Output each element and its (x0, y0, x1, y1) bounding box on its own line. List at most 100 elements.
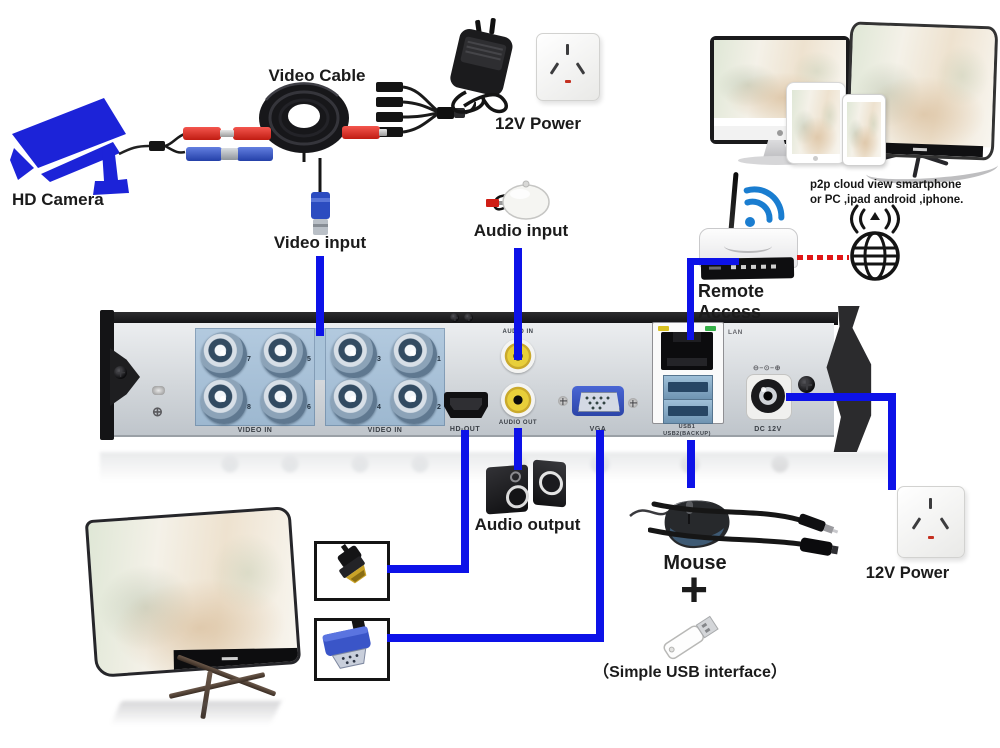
audio-input-label: Audio input (473, 221, 569, 240)
bnc-port (391, 332, 437, 378)
hdmi-connector-icon (337, 543, 367, 584)
bnc-port (331, 332, 377, 378)
wire-usb-mouse (687, 440, 695, 488)
bnc-port (391, 378, 437, 424)
smartphone (842, 94, 886, 166)
bnc-number: 8 (247, 404, 251, 411)
bnc-panel-bridge (315, 328, 325, 380)
bnc-number: 5 (307, 356, 311, 363)
dvr-left-cap (100, 310, 114, 440)
cctv-camera-icon (10, 98, 129, 195)
dc-cable-pair (648, 501, 839, 556)
screw (798, 376, 815, 393)
wall-socket (536, 33, 600, 101)
speaker-right (533, 459, 566, 508)
audio-input-mic (486, 180, 550, 220)
red-rca-plug (342, 126, 387, 139)
wire-audio-out (514, 428, 522, 470)
wire-router-lan-v (687, 258, 694, 340)
wire-vga-v (596, 430, 604, 642)
video-input-label: Video input (273, 233, 367, 252)
dvr-top-edge (108, 312, 838, 325)
bnc-port (201, 332, 247, 378)
video-in-left-port-label: VIDEO IN (237, 427, 273, 434)
dc-jack (746, 374, 792, 420)
dashed-link (797, 255, 849, 260)
remote-access-label: Remote Access (698, 281, 765, 322)
wire-vga-h (387, 634, 604, 642)
usb-note-label: （Simple USB interface） (593, 664, 787, 681)
red-rca-plug (183, 127, 228, 140)
bnc-port (331, 378, 377, 424)
wire-dc-v (888, 393, 896, 490)
usb-port-1 (663, 375, 713, 400)
internet-globe-icon (850, 204, 900, 281)
wire-audio-input (514, 248, 522, 360)
usb-caption-2: USB2(BACKUP) (663, 431, 711, 437)
mouse-label: Mouse (663, 552, 727, 574)
dc-port-label: DC 12V (754, 426, 782, 433)
cloud-caption-line2: or PC ,ipad android ,iphone. (810, 194, 964, 206)
cable-coil (259, 82, 349, 162)
display-monitor (82, 505, 307, 725)
dc-polarity-symbol: ⊖–⊙–⊕ (753, 365, 781, 372)
vga-port (572, 386, 624, 416)
video-in-right-port-label: VIDEO IN (367, 427, 403, 434)
screw (628, 398, 638, 408)
red-rca-plug (226, 127, 271, 140)
power-splitter (376, 82, 476, 137)
monitor-base (738, 156, 814, 165)
hdmi-port (444, 392, 488, 418)
plus-sign: + (679, 564, 709, 617)
screw (558, 396, 568, 406)
bnc-port (261, 332, 307, 378)
blue-bnc-plug (228, 147, 273, 161)
audio-out-port-label: AUDIO OUT (498, 420, 538, 426)
monitor-reflection (110, 701, 282, 725)
bnc-number: 2 (437, 404, 441, 411)
usb-port-2 (663, 399, 713, 424)
video-input-bnc (311, 158, 330, 235)
lan-port-label: LAN (728, 329, 743, 336)
wifi-icon (743, 186, 785, 227)
vga-connector-icon (322, 617, 371, 669)
bnc-port (201, 378, 247, 424)
screw (464, 313, 473, 322)
hdmi-port-label: HD-OUT (436, 426, 494, 433)
ground-stub (152, 386, 165, 395)
speaker-left (486, 464, 529, 515)
audio-output-label: Audio output (474, 515, 581, 534)
tablet (786, 82, 846, 164)
bnc-panel-right: 3 1 4 2 (325, 328, 445, 426)
wire-hdmi-h (387, 565, 469, 573)
power-bottom-label: 12V Power (865, 564, 950, 582)
bnc-port (261, 378, 307, 424)
bnc-number: 4 (377, 404, 381, 411)
display-screen (84, 506, 302, 678)
brand-logo-dot (777, 130, 783, 136)
blue-bnc-plug (186, 147, 231, 161)
bnc-number: 1 (437, 356, 441, 363)
lan-led-yellow (658, 326, 669, 331)
usb-drive-icon (663, 615, 719, 660)
power-adapter (450, 18, 513, 114)
hd-camera-label: HD Camera (12, 190, 104, 209)
usb-caption-1: USB1 (678, 424, 696, 430)
wire-video-input (316, 256, 324, 336)
ground-symbol: ⊕ (152, 404, 163, 419)
wire-hdmi-v (461, 430, 469, 573)
wall-socket (897, 486, 965, 558)
video-cable-label: Video Cable (268, 66, 366, 85)
monitor-stand (763, 140, 789, 158)
audio-out-jack (501, 383, 535, 417)
lan-led-green (705, 326, 716, 331)
screw (114, 366, 127, 379)
vga-connector-box (314, 617, 390, 681)
cloud-caption: p2p cloud view smartphone or PC ,ipad an… (810, 178, 985, 208)
power-top-label: 12V Power (495, 114, 581, 133)
wire-router-lan-h (687, 258, 739, 265)
hdmi-connector-box (314, 541, 390, 601)
bnc-number: 6 (307, 404, 311, 411)
vga-port-label: VGA (572, 426, 624, 433)
